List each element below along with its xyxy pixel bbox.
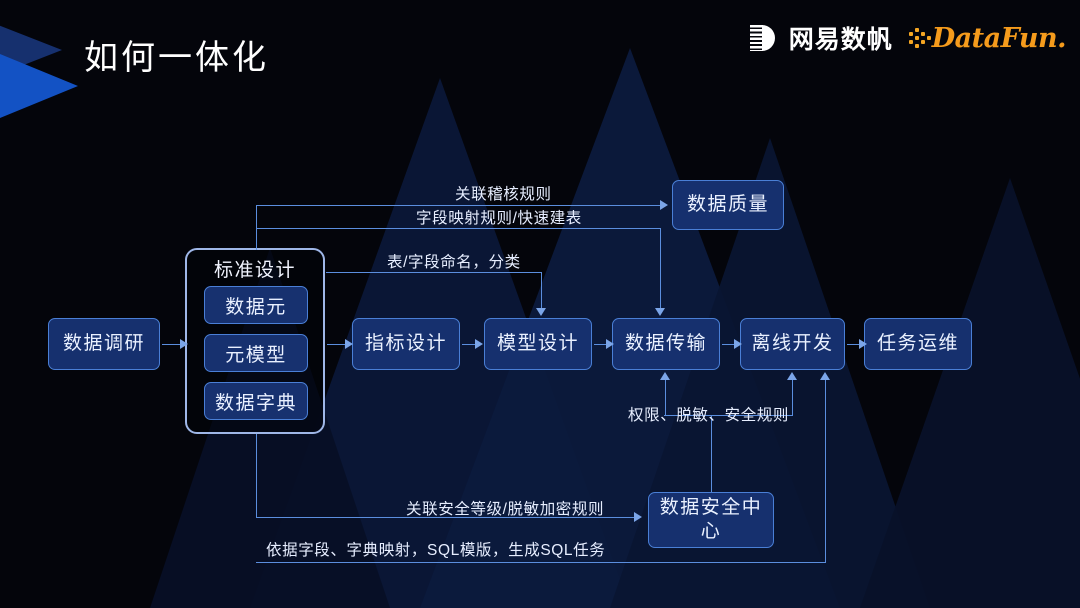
subnode-label: 数据元	[225, 296, 287, 318]
edge-seclevel-vertical	[256, 434, 257, 517]
node-metric-design[interactable]: 指标设计	[352, 318, 460, 370]
edge-offline-to-ops	[847, 344, 863, 345]
group-title: 标准设计	[213, 260, 296, 281]
arrow-sqltask-to-offline	[820, 372, 830, 380]
netease-mark-icon	[749, 23, 780, 53]
page-title: 如何一体化	[84, 39, 269, 77]
arrow-group-to-metric	[345, 339, 353, 349]
subnode-meta-model[interactable]: 元模型	[204, 334, 308, 372]
arrow-security-to-offline	[787, 372, 797, 380]
arrow-audit-to-quality	[660, 200, 668, 210]
node-label: 任务运维	[876, 333, 959, 354]
netease-logo: 网易数帆	[749, 20, 893, 56]
datafun-dots-icon	[908, 25, 931, 51]
node-task-ops[interactable]: 任务运维	[864, 318, 972, 370]
edge-label-field-mapping: 字段映射规则/快速建表	[416, 210, 582, 227]
edge-security-branch	[664, 415, 793, 416]
node-label: 数据质量	[686, 194, 769, 215]
subnode-data-element[interactable]: 数据元	[204, 286, 308, 324]
datafun-logo: DataFun.	[908, 22, 1067, 54]
subnode-label: 数据字典	[214, 392, 297, 414]
edge-sqltask-vertical	[825, 378, 826, 563]
arrow-research-to-group	[180, 339, 188, 349]
node-offline-dev[interactable]: 离线开发	[740, 318, 845, 370]
node-label: 数据安全中心	[659, 497, 763, 542]
node-model-design[interactable]: 模型设计	[484, 318, 592, 370]
node-label: 指标设计	[364, 333, 447, 354]
edge-model-to-transfer	[594, 344, 610, 345]
edge-sqltask-horizontal	[256, 562, 826, 563]
edge-fieldmap-horizontal	[256, 228, 660, 229]
node-label: 数据传输	[624, 333, 707, 354]
arrow-model-to-transfer	[606, 339, 614, 349]
edge-audit-vertical	[256, 205, 257, 250]
edge-label-security-level: 关联安全等级/脱敏加密规则	[406, 501, 605, 518]
arrow-security-to-transfer	[660, 372, 670, 380]
edge-security-up-transfer	[665, 378, 666, 416]
node-label: 离线开发	[751, 333, 834, 354]
arrow-fieldmap-to-transfer	[655, 308, 665, 316]
edge-fieldmap-vertical-right	[660, 228, 661, 310]
arrow-offline-to-ops	[859, 339, 867, 349]
edge-security-up-offline	[792, 378, 793, 416]
edge-naming-horizontal	[326, 272, 542, 273]
arrow-metric-to-model	[475, 339, 483, 349]
node-data-security-center[interactable]: 数据安全中心	[648, 492, 774, 548]
branding-logos: 网易数帆 DataFun.	[749, 20, 1067, 56]
edge-group-to-metric	[327, 344, 349, 345]
node-label: 数据调研	[62, 333, 145, 354]
node-label: 模型设计	[496, 333, 579, 354]
edge-audit-horizontal	[256, 205, 662, 206]
node-data-transfer[interactable]: 数据传输	[612, 318, 720, 370]
edge-metric-to-model	[462, 344, 478, 345]
edge-seclevel-horizontal	[256, 517, 636, 518]
edge-label-audit-rule: 关联稽核规则	[455, 186, 552, 203]
arrow-naming-to-model	[536, 308, 546, 316]
node-data-research[interactable]: 数据调研	[48, 318, 160, 370]
node-data-quality[interactable]: 数据质量	[672, 180, 784, 230]
edge-fieldmap-vertical-left	[256, 228, 257, 250]
edge-label-permission: 权限、脱敏、安全规则	[628, 407, 790, 424]
datafun-logo-text: DataFun.	[931, 22, 1067, 54]
arrow-seclevel-to-security	[634, 512, 642, 522]
bg-triangle-4	[860, 178, 1080, 608]
edge-label-sql-task: 依据字段、字典映射，SQL模版，生成SQL任务	[266, 542, 606, 559]
edge-transfer-to-offline	[722, 344, 738, 345]
subnode-label: 元模型	[225, 344, 287, 366]
left-chevron-2	[0, 40, 78, 132]
subnode-data-dictionary[interactable]: 数据字典	[204, 382, 308, 420]
edge-label-naming: 表/字段命名，分类	[387, 254, 521, 271]
arrow-transfer-to-offline	[734, 339, 742, 349]
edge-security-stem	[711, 415, 712, 492]
edge-research-to-group	[162, 344, 182, 345]
netease-logo-text: 网易数帆	[788, 26, 893, 54]
edge-naming-vertical	[541, 272, 542, 310]
